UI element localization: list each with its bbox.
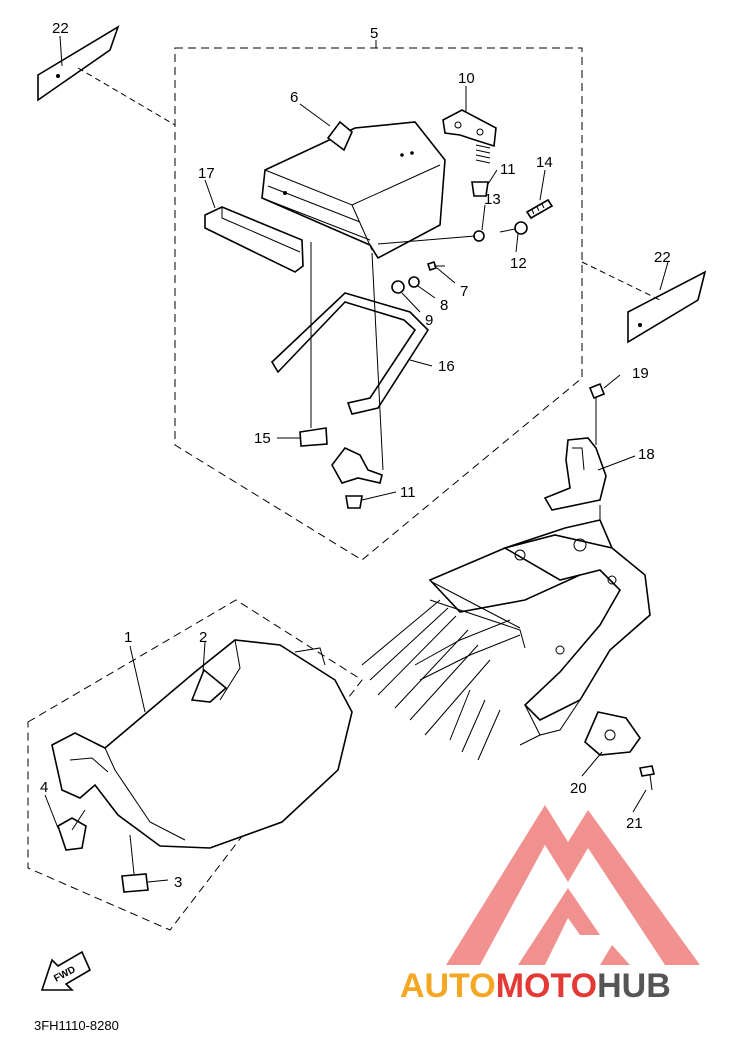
callout-17: 17 — [198, 165, 215, 182]
bolt-19 — [588, 382, 606, 410]
callout-18: 18 — [638, 446, 655, 463]
callout-22-right: 22 — [654, 249, 671, 266]
pad-15 — [299, 427, 328, 447]
callout-10: 10 — [458, 70, 475, 87]
callout-9: 9 — [425, 312, 433, 329]
collar-9 — [391, 280, 405, 294]
callout-7: 7 — [460, 283, 468, 300]
washer-13 — [473, 230, 485, 242]
fwd-arrow: FWD — [40, 950, 92, 991]
callout-4: 4 — [40, 779, 48, 796]
emblem-22-left — [37, 25, 120, 102]
callout-21: 21 — [626, 815, 643, 832]
watermark-moto: MOTO — [496, 967, 597, 1005]
emblem-22-right — [627, 270, 707, 344]
callout-19: 19 — [632, 365, 649, 382]
screw-21 — [639, 765, 655, 791]
damper-4 — [57, 817, 87, 851]
callout-12: 12 — [510, 255, 527, 272]
callout-3: 3 — [174, 874, 182, 891]
callout-13: 13 — [484, 191, 501, 208]
screw-7 — [426, 260, 445, 272]
diagram-code: 3FH1110-8280 — [34, 1018, 119, 1033]
tail-lens-17 — [204, 206, 304, 273]
leader-lines — [44, 35, 669, 883]
callout-22-left: 22 — [52, 20, 69, 37]
seat-lock-20 — [584, 711, 641, 756]
callout-15: 15 — [254, 430, 271, 447]
washer-8 — [408, 276, 420, 288]
damper-3 — [121, 873, 149, 893]
bracket-10 — [442, 109, 497, 164]
screw-14 — [525, 198, 554, 220]
callout-2: 2 — [199, 629, 207, 646]
bolt-12 — [499, 221, 528, 235]
callout-14: 14 — [536, 154, 553, 171]
group-box-5 — [174, 47, 583, 561]
watermark-text: AUTOMOTOHUB — [400, 967, 671, 1005]
rear-frame — [361, 505, 651, 761]
callout-20: 20 — [570, 780, 587, 797]
callout-8: 8 — [440, 297, 448, 314]
rear-cowl-5 — [261, 120, 446, 260]
seat-1 — [51, 639, 353, 849]
callout-16: 16 — [438, 358, 455, 375]
watermark-hub: HUB — [597, 967, 671, 1005]
watermark-auto: AUTO — [400, 967, 496, 1005]
damper-11-upper — [471, 181, 489, 197]
callout-6: 6 — [290, 89, 298, 106]
callout-11-lower: 11 — [400, 484, 416, 501]
grab-bar-16 — [270, 292, 430, 415]
watermark-logo-icon — [446, 805, 700, 965]
seat-lock-18 — [543, 410, 607, 511]
callout-11-upper: 11 — [500, 161, 516, 178]
callout-1: 1 — [124, 629, 132, 646]
bracket-11-lower — [331, 447, 383, 509]
callout-5: 5 — [370, 25, 378, 42]
